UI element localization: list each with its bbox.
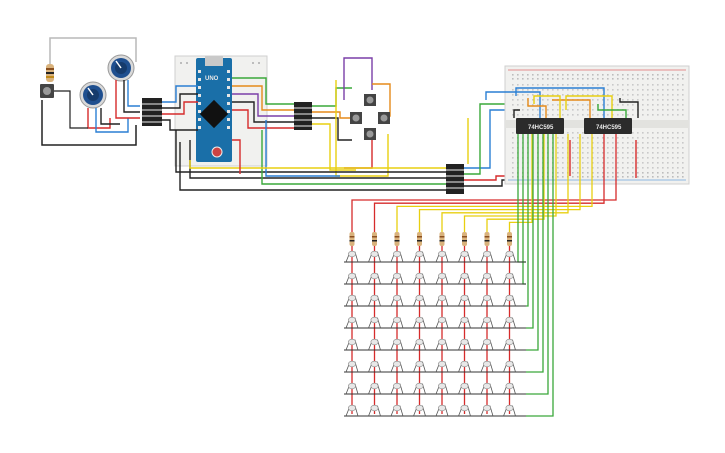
led-icon[interactable]: [435, 382, 449, 395]
button-cluster: [312, 57, 391, 177]
connector-block: [294, 102, 312, 130]
led-icon[interactable]: [413, 360, 426, 373]
resistor[interactable]: [507, 232, 512, 246]
led-icon[interactable]: [390, 404, 404, 417]
led-icon[interactable]: [345, 272, 359, 285]
pushbutton-icon[interactable]: [350, 112, 362, 124]
led-icon[interactable]: [345, 316, 359, 329]
connector-block: [142, 98, 162, 126]
led-icon[interactable]: [435, 294, 449, 307]
led-icon[interactable]: [503, 338, 516, 351]
pushbutton-icon[interactable]: [40, 84, 54, 98]
resistor[interactable]: [372, 232, 377, 246]
led-icon[interactable]: [345, 382, 359, 395]
resistor[interactable]: [484, 232, 490, 246]
led-icon[interactable]: [503, 316, 516, 329]
led-icon[interactable]: [390, 360, 404, 373]
led-icon[interactable]: [503, 250, 516, 263]
led-icon[interactable]: [435, 404, 449, 417]
led-icon[interactable]: [503, 272, 516, 285]
resistor[interactable]: [417, 232, 422, 246]
led-icon[interactable]: [480, 382, 494, 395]
resistor[interactable]: [439, 232, 445, 246]
led-icon[interactable]: [368, 316, 381, 329]
led-icon[interactable]: [458, 360, 471, 373]
led-icon[interactable]: [458, 338, 471, 351]
pushbutton-icon[interactable]: [378, 112, 390, 124]
led-icon[interactable]: [390, 294, 404, 307]
led-icon[interactable]: [345, 338, 359, 351]
led-icon[interactable]: [413, 316, 426, 329]
led-icon[interactable]: [435, 316, 449, 329]
led-icon[interactable]: [345, 404, 359, 417]
led-icon[interactable]: [390, 316, 404, 329]
resistor[interactable]: [462, 232, 467, 246]
input-module: [40, 37, 140, 146]
led-icon[interactable]: [458, 294, 471, 307]
led-icon[interactable]: [435, 360, 449, 373]
led-icon[interactable]: [458, 272, 471, 285]
led-icon[interactable]: [503, 360, 516, 373]
led-icon[interactable]: [413, 382, 426, 395]
led-icon[interactable]: [480, 360, 494, 373]
led-icon[interactable]: [435, 272, 449, 285]
chip-label: 74HC595: [596, 125, 622, 131]
led-icon[interactable]: [368, 272, 381, 285]
led-icon[interactable]: [480, 404, 494, 417]
led-icon[interactable]: [390, 382, 404, 395]
led-icon[interactable]: [345, 250, 359, 263]
led-icon[interactable]: [368, 382, 381, 395]
connector-block: [446, 164, 464, 194]
microcontroller-board-icon[interactable]: UNO: [196, 56, 232, 162]
svg-text:UNO: UNO: [205, 76, 219, 82]
resistor[interactable]: [394, 232, 400, 246]
potentiometer-icon[interactable]: [107, 54, 135, 82]
led-icon[interactable]: [390, 338, 404, 351]
led-icon[interactable]: [368, 360, 381, 373]
led-icon[interactable]: [503, 404, 516, 417]
led-icon[interactable]: [480, 316, 494, 329]
led-icon[interactable]: [368, 250, 381, 263]
chip-label: 74HC595: [528, 125, 554, 131]
led-icon[interactable]: [345, 360, 359, 373]
pushbutton-icon[interactable]: [364, 128, 376, 140]
led-icon[interactable]: [390, 250, 404, 263]
resistor[interactable]: [349, 232, 355, 246]
potentiometer-icon[interactable]: [79, 81, 107, 109]
led-icon[interactable]: [413, 250, 426, 263]
led-icon[interactable]: [413, 404, 426, 417]
led-icon[interactable]: [458, 382, 471, 395]
led-icon[interactable]: [368, 338, 381, 351]
led-icon[interactable]: [345, 294, 359, 307]
led-icon[interactable]: [458, 250, 471, 263]
led-icon[interactable]: [413, 338, 426, 351]
led-icon[interactable]: [435, 250, 449, 263]
pushbutton-icon[interactable]: [364, 94, 376, 106]
led-matrix: [344, 232, 526, 417]
led-icon[interactable]: [413, 294, 426, 307]
led-icon[interactable]: [435, 338, 449, 351]
led-icon[interactable]: [480, 338, 494, 351]
led-icon[interactable]: [480, 272, 494, 285]
shift-register-chip[interactable]: 74HC595: [584, 118, 632, 134]
led-icon[interactable]: [480, 250, 494, 263]
led-icon[interactable]: [368, 294, 381, 307]
led-icon[interactable]: [458, 404, 471, 417]
led-icon[interactable]: [368, 404, 381, 417]
resistor[interactable]: [46, 64, 54, 82]
led-icon[interactable]: [458, 316, 471, 329]
led-icon[interactable]: [503, 382, 516, 395]
led-icon[interactable]: [480, 294, 494, 307]
led-icon[interactable]: [413, 272, 426, 285]
led-icon[interactable]: [503, 294, 516, 307]
shift-register-chip[interactable]: 74HC595: [516, 118, 564, 134]
led-icon[interactable]: [390, 272, 404, 285]
